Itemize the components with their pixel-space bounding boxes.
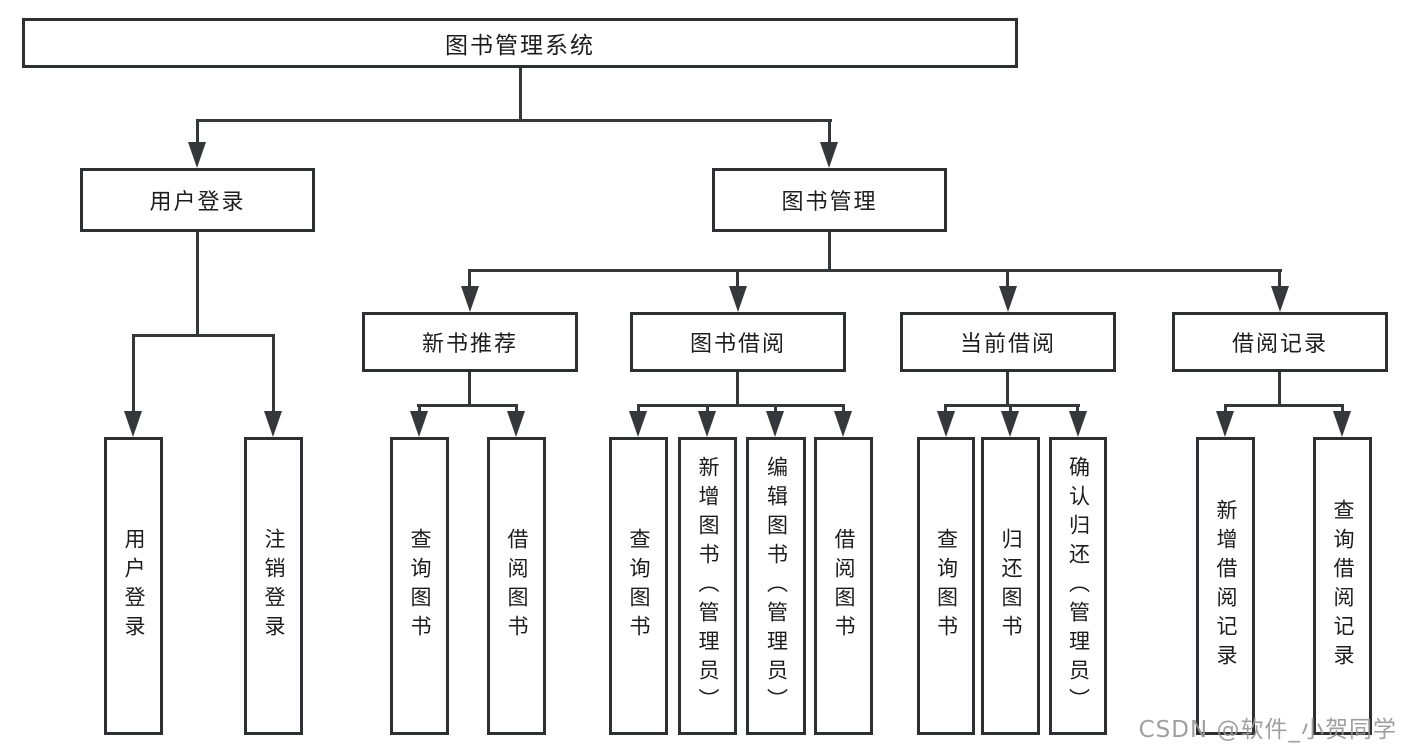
arrowhead-down-icon bbox=[834, 411, 852, 437]
leaf-user-login: 用户登录 bbox=[104, 437, 163, 735]
connector-line bbox=[1006, 372, 1009, 406]
arrowhead-down-icon bbox=[410, 411, 428, 437]
connector-line bbox=[706, 404, 709, 414]
leaf-borrowing-edit-books-admin: 编辑图书（管理员） bbox=[746, 437, 806, 735]
arrowhead-down-icon bbox=[729, 286, 747, 312]
connector-line bbox=[132, 334, 275, 337]
leaf-records-query-borrow-record: 查询借阅记录 bbox=[1313, 437, 1372, 735]
arrowhead-down-icon bbox=[264, 411, 282, 437]
arrowhead-down-icon bbox=[820, 142, 838, 168]
node-book-management: 图书管理 bbox=[712, 168, 947, 232]
arrowhead-down-icon bbox=[1271, 286, 1289, 312]
arrowhead-down-icon bbox=[124, 411, 142, 437]
arrowhead-down-icon bbox=[1069, 411, 1087, 437]
connector-line bbox=[468, 269, 1282, 272]
node-book-borrowing: 图书借阅 bbox=[630, 312, 846, 372]
connector-line bbox=[637, 404, 845, 407]
arrowhead-down-icon bbox=[766, 411, 784, 437]
arrowhead-down-icon bbox=[1333, 411, 1351, 437]
connector-line bbox=[1278, 269, 1281, 289]
leaf-current-query-books: 查询图书 bbox=[917, 437, 975, 735]
connector-line bbox=[196, 119, 199, 147]
connector-line bbox=[1224, 404, 1227, 414]
connector-line bbox=[637, 404, 640, 414]
connector-line bbox=[272, 334, 275, 414]
connector-line bbox=[1076, 404, 1079, 414]
connector-line bbox=[196, 232, 199, 336]
csdn-watermark: CSDN @软件_小贺同学 bbox=[1138, 717, 1397, 743]
arrowhead-down-icon bbox=[1216, 411, 1234, 437]
leaf-current-confirm-return-admin: 确认归还（管理员） bbox=[1049, 437, 1107, 735]
connector-line bbox=[1278, 372, 1281, 406]
connector-line bbox=[828, 232, 831, 272]
arrowhead-down-icon bbox=[1001, 411, 1019, 437]
leaf-borrowing-borrow-books: 借阅图书 bbox=[814, 437, 873, 735]
connector-line bbox=[1006, 269, 1009, 289]
arrowhead-down-icon bbox=[629, 411, 647, 437]
leaf-recommend-query-books: 查询图书 bbox=[390, 437, 449, 735]
node-new-book-recommend: 新书推荐 bbox=[362, 312, 578, 372]
arrowhead-down-icon bbox=[507, 411, 525, 437]
leaf-records-add-borrow-record: 新增借阅记录 bbox=[1196, 437, 1255, 735]
connector-line bbox=[944, 404, 947, 414]
leaf-recommend-borrow-books: 借阅图书 bbox=[487, 437, 546, 735]
node-current-borrowing: 当前借阅 bbox=[900, 312, 1116, 372]
connector-line bbox=[944, 404, 1080, 407]
arrowhead-down-icon bbox=[461, 286, 479, 312]
connector-line bbox=[736, 372, 739, 406]
connector-line bbox=[418, 404, 421, 414]
arrowhead-down-icon bbox=[999, 286, 1017, 312]
connector-line bbox=[468, 269, 471, 289]
connector-line bbox=[828, 119, 831, 147]
connector-line bbox=[1009, 404, 1012, 414]
node-user-login: 用户登录 bbox=[80, 168, 315, 232]
node-library-system: 图书管理系统 bbox=[22, 18, 1018, 68]
leaf-current-return-books: 归还图书 bbox=[981, 437, 1040, 735]
connector-line bbox=[736, 269, 739, 289]
connector-line bbox=[519, 68, 522, 121]
connector-line bbox=[1224, 404, 1344, 407]
connector-line bbox=[196, 119, 832, 122]
connector-line bbox=[1341, 404, 1344, 414]
leaf-borrowing-add-books-admin: 新增图书（管理员） bbox=[678, 437, 737, 735]
connector-line bbox=[515, 404, 518, 414]
leaf-logout-login: 注销登录 bbox=[244, 437, 303, 735]
connector-line bbox=[468, 372, 471, 406]
arrowhead-down-icon bbox=[698, 411, 716, 437]
arrowhead-down-icon bbox=[937, 411, 955, 437]
arrowhead-down-icon bbox=[188, 142, 206, 168]
leaf-borrowing-query-books: 查询图书 bbox=[609, 437, 668, 735]
connector-line bbox=[774, 404, 777, 414]
connector-line bbox=[842, 404, 845, 414]
connector-line bbox=[417, 404, 518, 407]
connector-line bbox=[132, 334, 135, 414]
node-borrowing-records: 借阅记录 bbox=[1172, 312, 1388, 372]
